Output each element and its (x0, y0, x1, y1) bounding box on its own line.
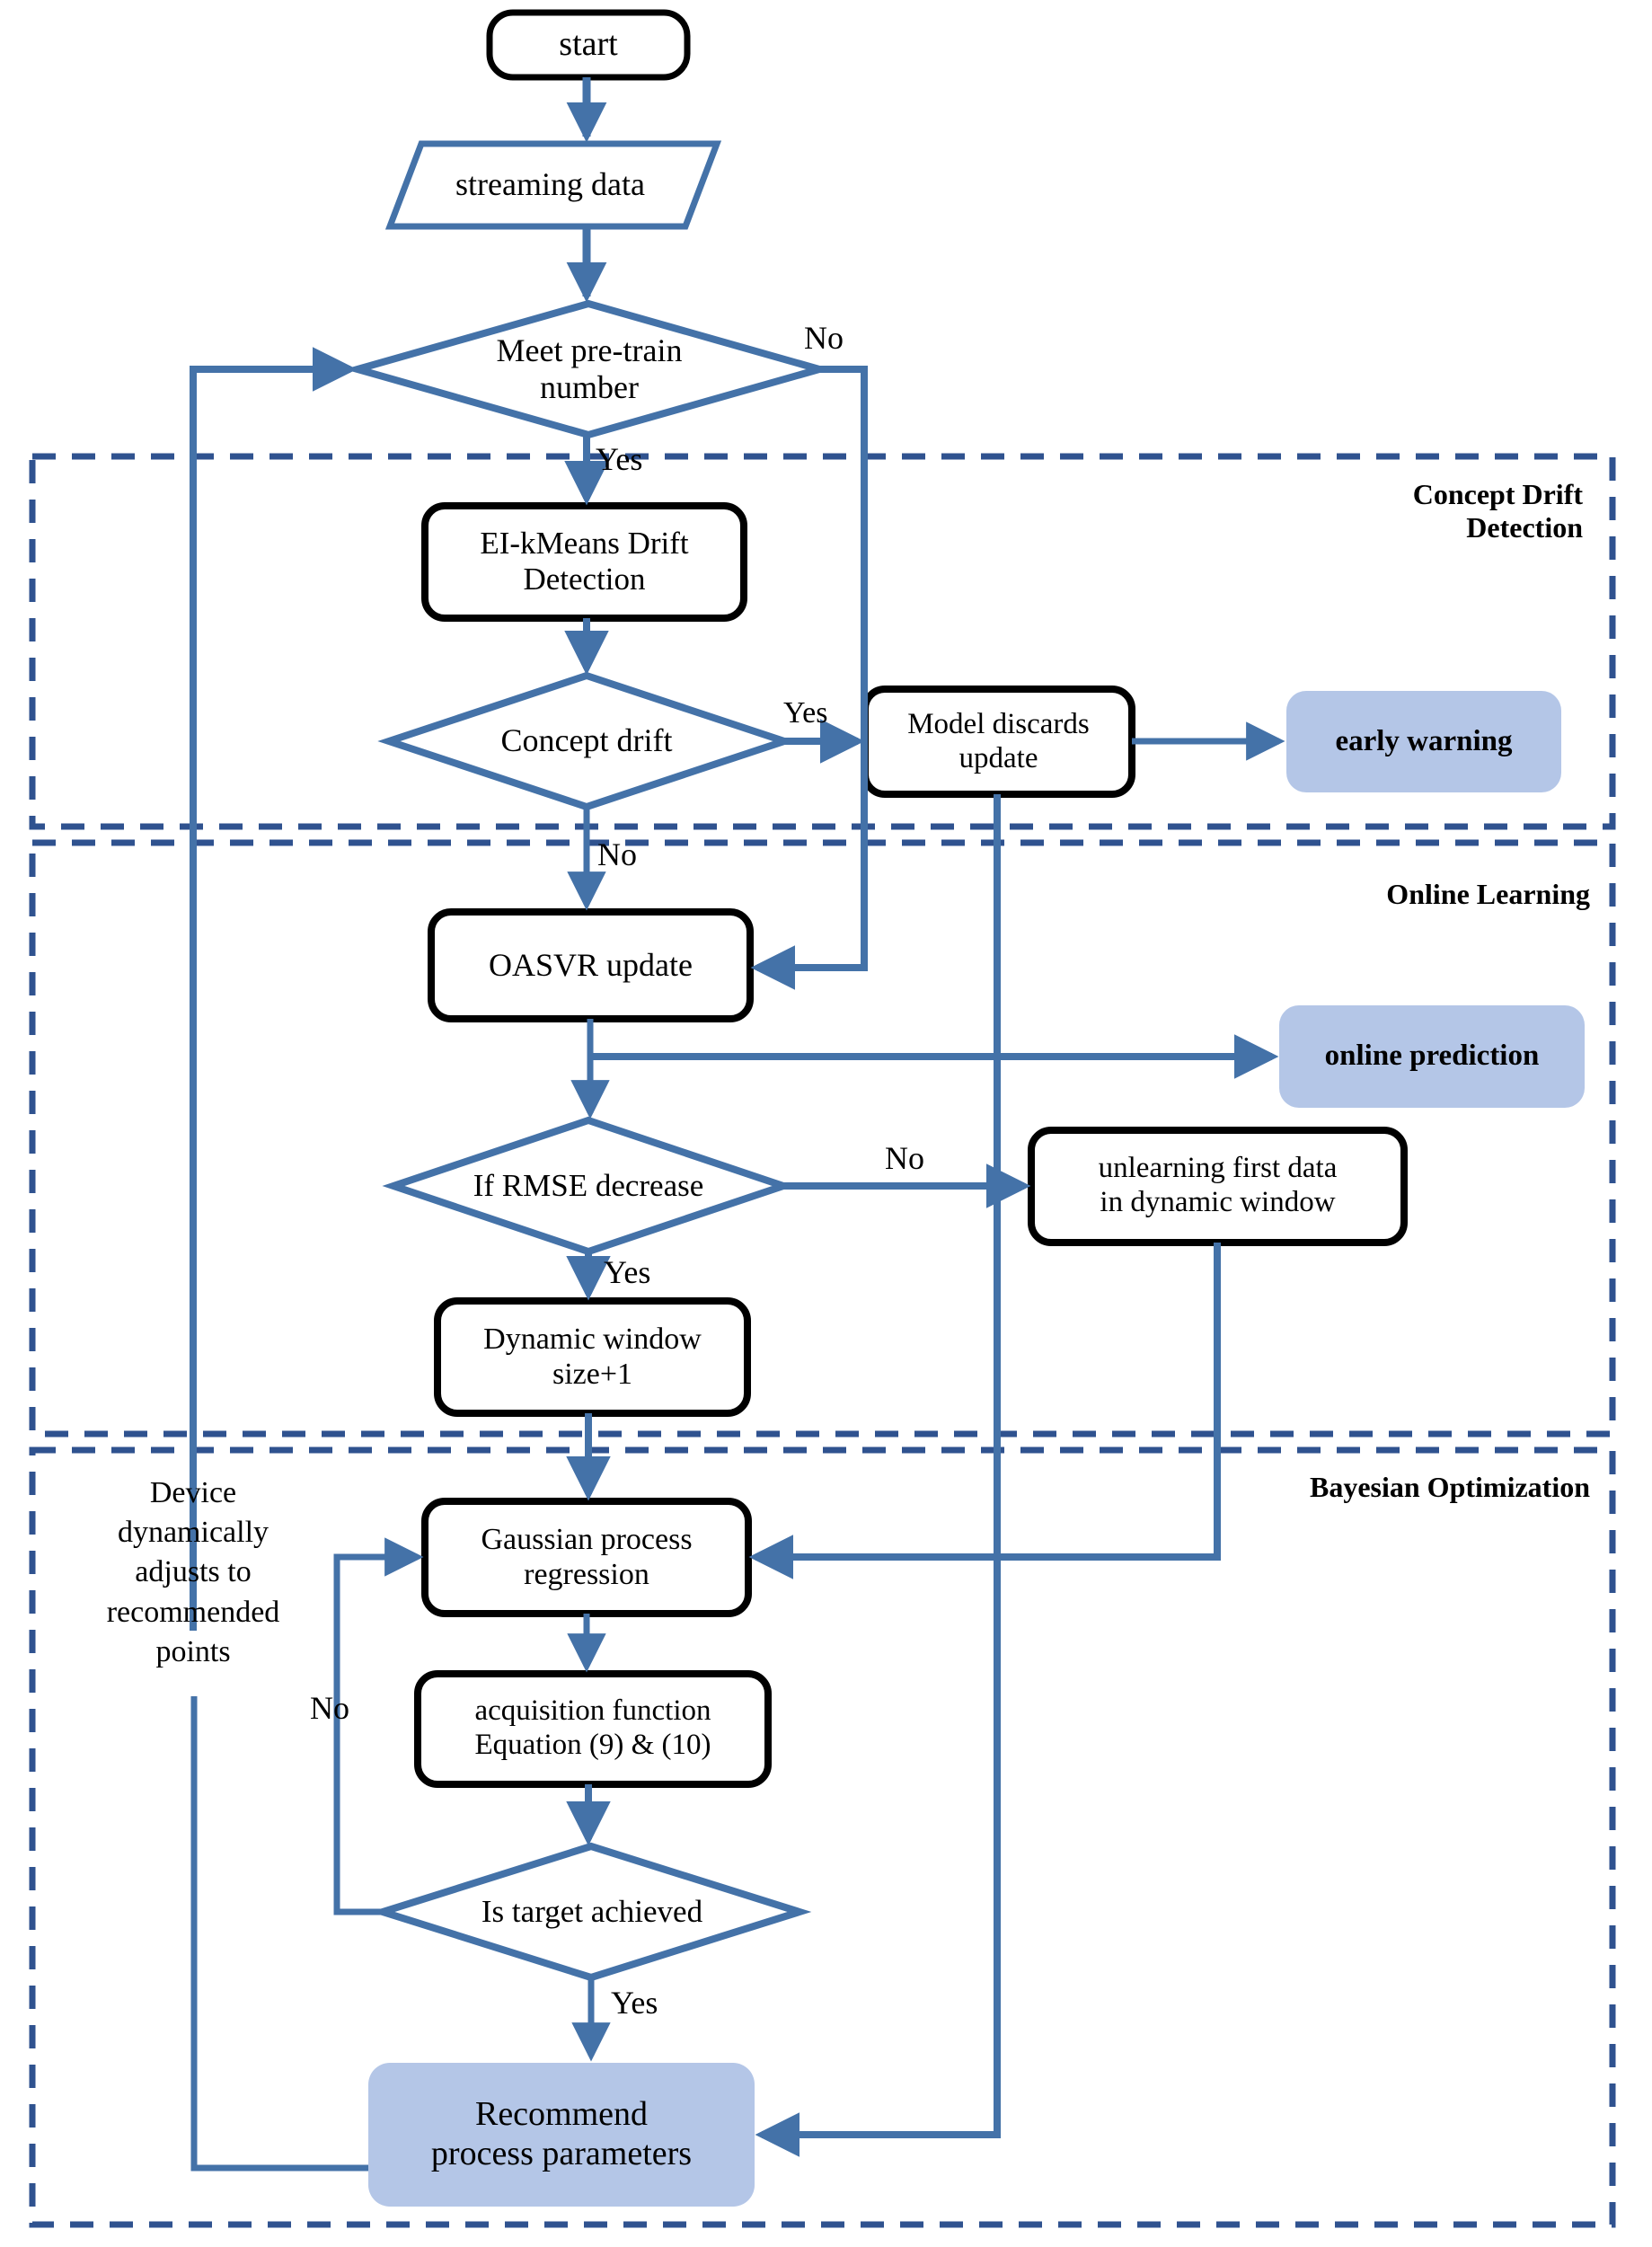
node-shape-start (486, 9, 691, 81)
edge-feedback-into-pretrain (190, 347, 358, 1631)
node-shape-concept-drift (377, 671, 796, 811)
edge-is-target-no-loop (333, 1537, 424, 1915)
edge-model-to-recommend (755, 794, 1001, 2157)
node-shape-early-warning (1286, 691, 1561, 792)
group-title-concept-drift-detection: Concept Drift Detection (1240, 478, 1583, 544)
side-note-line: dynamically (117, 1516, 269, 1550)
side-note-line: Device (149, 1476, 237, 1509)
edge-label-rmse-yes: Yes (604, 1254, 651, 1290)
side-note-line: recommended (106, 1595, 280, 1629)
edge-label-pretrain-yes: Yes (596, 441, 643, 477)
group-title-bayesian-optimization: Bayesian Optimization (1105, 1471, 1590, 1504)
group-box-bayesian-optimization (29, 1446, 1616, 2228)
group-title-online-learning: Online Learning (1195, 878, 1590, 911)
group-title-line: Online Learning (1386, 878, 1590, 910)
node-shape-online-prediction (1279, 1005, 1585, 1108)
node-shape-streaming-data (384, 140, 722, 230)
node-shape-acquisition (414, 1670, 772, 1788)
side-note-device-adjusts: Device dynamically adjusts to recommende… (54, 1473, 332, 1672)
group-box-online-learning (29, 839, 1616, 1438)
group-title-line: Concept Drift (1412, 478, 1583, 510)
node-shape-gaussian (421, 1498, 752, 1617)
node-shape-if-rmse (382, 1116, 795, 1256)
node-shape-model-discards (861, 686, 1135, 798)
group-box-concept-drift-detection (29, 453, 1616, 830)
edge-label-target-yes: Yes (611, 1985, 658, 2021)
node-shape-is-target (370, 1842, 812, 1982)
edge-label-target-no: No (310, 1690, 349, 1726)
node-shape-oasvr-update (428, 908, 754, 1022)
side-note-line: adjusts to (135, 1555, 252, 1589)
edge-pretrain-no-to-oasvr (750, 366, 868, 990)
side-note-line: points (155, 1634, 231, 1668)
edge-label-pretrain-no: No (804, 320, 844, 356)
node-shape-ei-kmeans (421, 502, 747, 622)
edge-unlearning-to-gaussian (748, 1243, 1221, 1579)
edge-label-drift-yes: Yes (783, 696, 828, 730)
node-shape-unlearning (1028, 1127, 1408, 1246)
edge-label-rmse-no: No (885, 1140, 924, 1176)
node-shape-recommend (368, 2063, 755, 2207)
edge-label-drift-no: No (597, 836, 637, 872)
node-shape-meet-pretrain (344, 299, 833, 439)
edge-recommend-to-device-note (190, 1696, 368, 2172)
node-shape-dynamic-window (434, 1297, 751, 1417)
group-title-line: Detection (1466, 510, 1583, 544)
group-title-line: Bayesian Optimization (1309, 1471, 1590, 1503)
